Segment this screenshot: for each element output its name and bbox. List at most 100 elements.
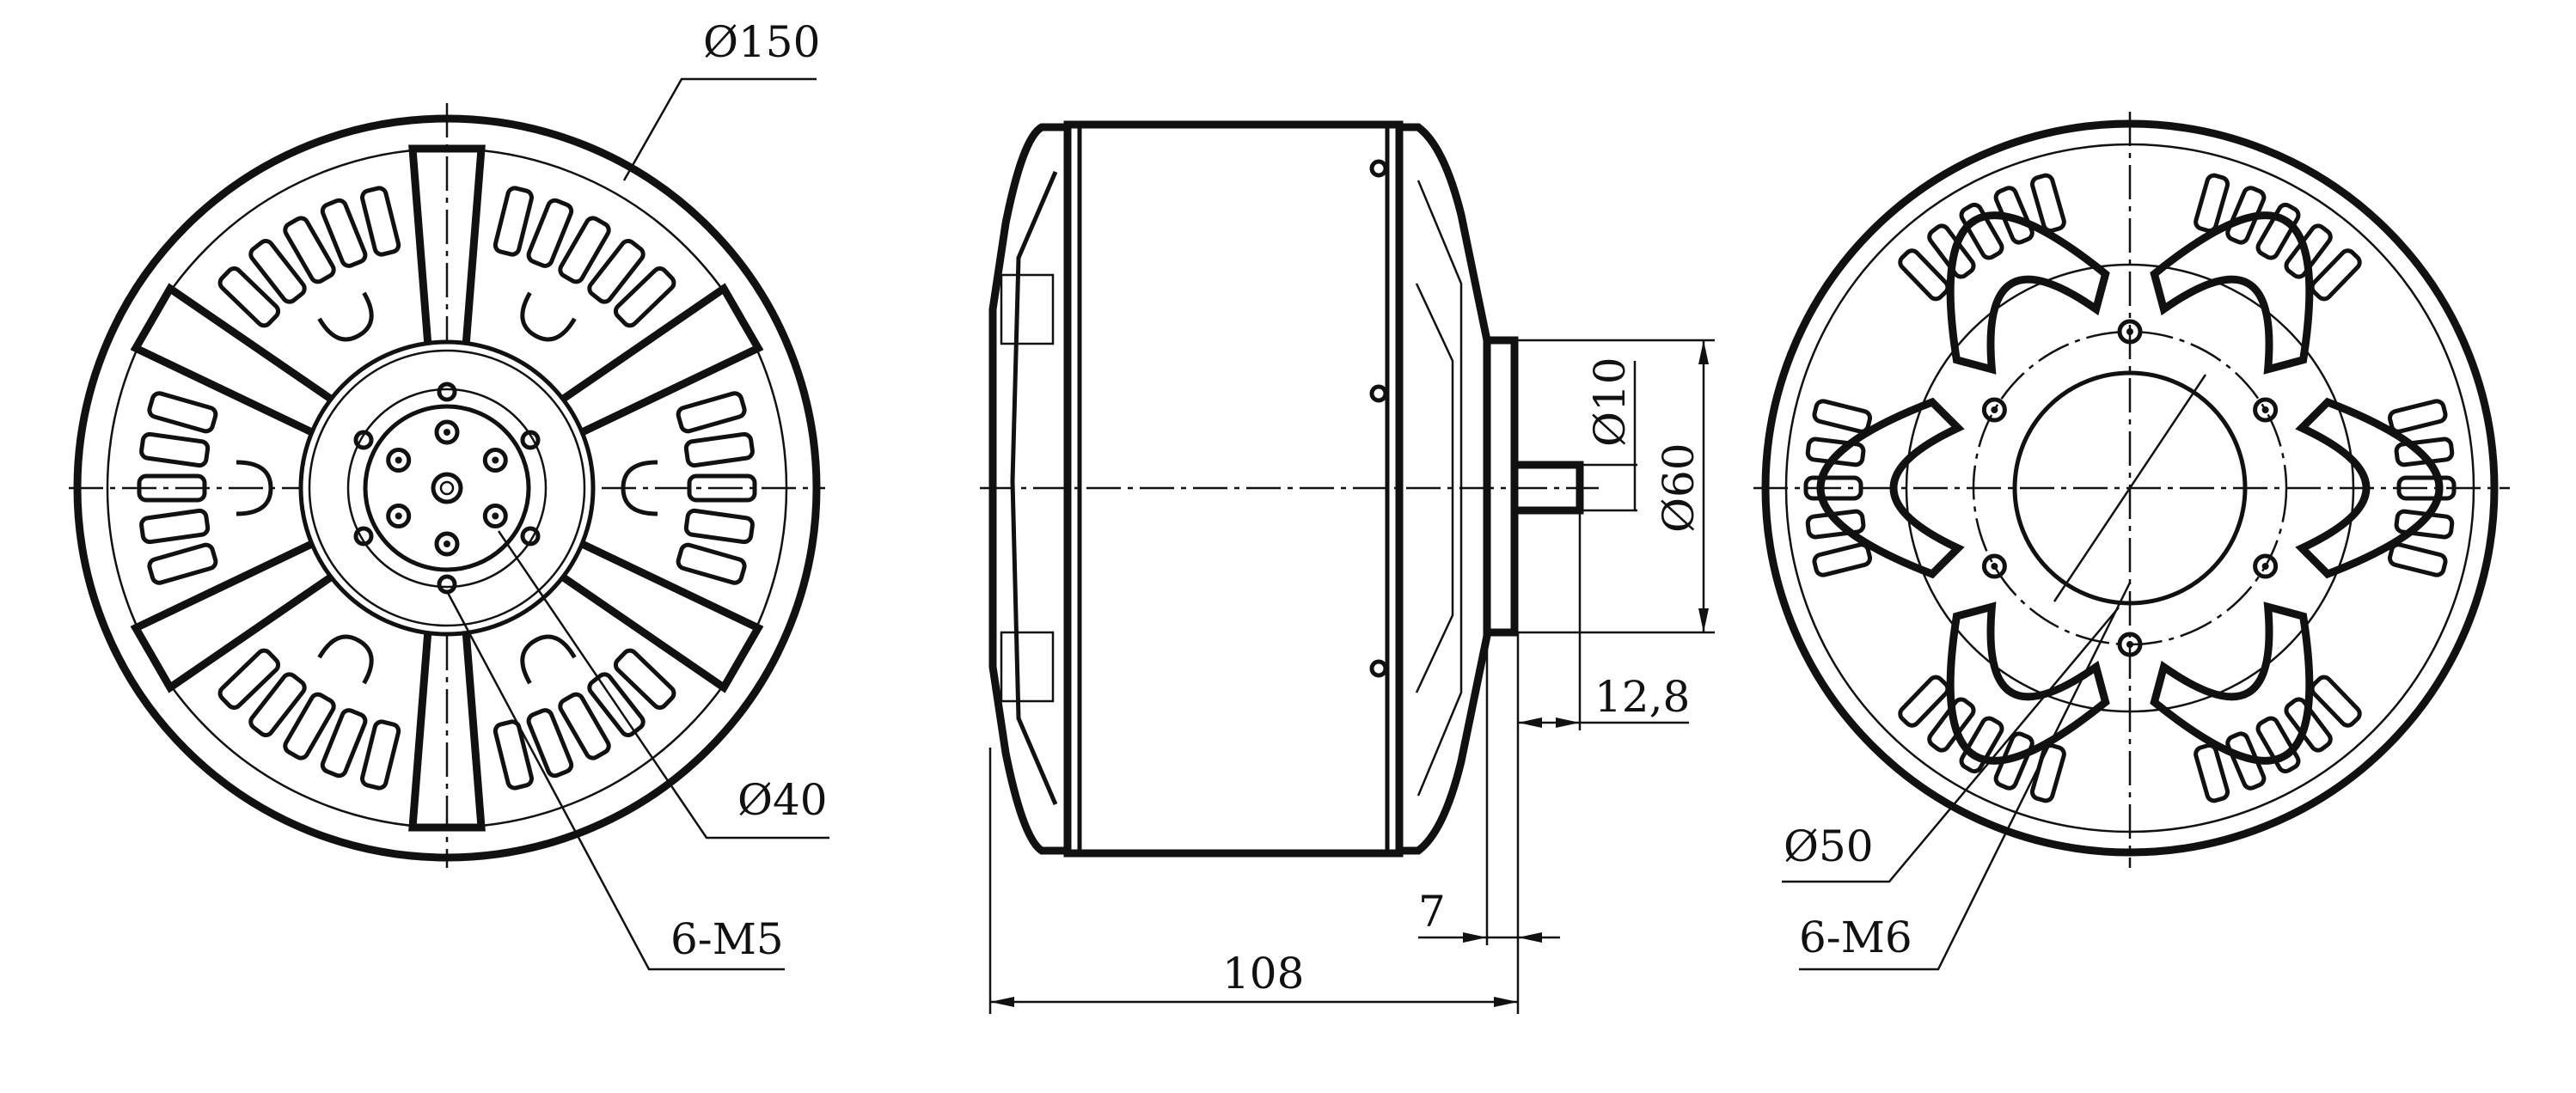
vent-slot: [2284, 697, 2333, 753]
vent-slot: [2225, 731, 2267, 791]
winding-slot: [613, 266, 676, 328]
outer-hub-hole: [520, 526, 541, 546]
vent-slot: [2284, 223, 2333, 279]
winding-slot: [613, 648, 676, 710]
vent-slot: [1993, 186, 2034, 245]
rear-cap-rib: [1415, 283, 1454, 693]
body-screw: [1369, 384, 1388, 403]
arrowhead: [990, 997, 1014, 1007]
rear-outer-rim: [1761, 119, 2499, 857]
vent-slot: [1805, 437, 1866, 467]
mount-hole-center: [2261, 563, 2269, 570]
mount-holes-leader: [1799, 582, 2132, 971]
stator-tooth: [236, 460, 273, 516]
rear-mid-ring: [1905, 263, 2355, 713]
vent-slot: [2310, 675, 2362, 728]
mount-hole: [1981, 397, 2007, 423]
front-hub-ring: [308, 349, 586, 627]
front-outer-rim: [73, 114, 821, 862]
vent-slot: [2387, 542, 2448, 577]
spoke: [554, 283, 764, 439]
hub-hole-center: [395, 512, 402, 520]
flange-diameter-label: Ø60: [1654, 443, 1704, 533]
vent-slot: [1959, 716, 2004, 774]
winding-slot: [360, 186, 401, 257]
body-screw: [1369, 159, 1388, 178]
rear-center-bore: [2012, 370, 2248, 606]
stator-tooth: [520, 291, 577, 342]
vent-slot: [1898, 248, 1950, 302]
winding-slot: [248, 239, 307, 304]
winding-slot: [558, 692, 611, 760]
vent-slot: [2394, 509, 2455, 540]
spoke: [130, 537, 340, 693]
winding-slot: [248, 672, 307, 737]
winding-slot: [320, 708, 368, 779]
front-hub-bolt-circle: [346, 388, 548, 589]
curved-spoke: [2150, 211, 2314, 375]
arrowhead: [1698, 340, 1709, 364]
vent-slot: [2029, 173, 2066, 234]
mount-hole-center: [1991, 563, 1998, 570]
bolt-circle-label: Ø50: [1784, 821, 1874, 871]
rear-spokes: [1803, 173, 2457, 803]
arrowhead: [1518, 717, 1542, 728]
winding-slot: [676, 391, 747, 434]
mount-hole: [1981, 553, 2007, 579]
winding-slot: [493, 719, 534, 791]
mount-hole: [2117, 632, 2143, 657]
mount-hole: [2117, 319, 2143, 345]
front-end-cap-inner: [1010, 171, 1058, 805]
hub-hole-center: [444, 540, 450, 547]
mount-hole: [2253, 553, 2279, 579]
vent-slot: [2194, 742, 2230, 803]
body-screw: [1369, 659, 1388, 678]
rear-cap-rib: [1416, 180, 1463, 797]
winding-slot: [676, 542, 747, 585]
vent-slot: [2394, 437, 2455, 467]
arrowhead: [1518, 932, 1542, 943]
vent-slot: [1812, 399, 1873, 434]
mount-hole: [2253, 397, 2279, 423]
vent-slot: [1812, 542, 1873, 577]
stator-tooth: [317, 634, 374, 685]
winding-slot: [137, 473, 207, 503]
curved-spoke: [2150, 601, 2314, 765]
winding-slot: [558, 216, 611, 284]
mount-holes-label: 6-M6: [1799, 913, 1912, 962]
front-hub-holes: [353, 382, 541, 595]
hub-hole-center: [444, 429, 450, 436]
winding-slot: [526, 708, 574, 779]
hub-hole-center: [395, 456, 402, 464]
rear-inner-rim: [1784, 143, 2475, 833]
vent-slot: [1993, 731, 2034, 791]
winding-slot: [683, 508, 755, 545]
outer-hub-hole: [437, 382, 457, 402]
flange-thickness-label: 7: [1418, 887, 1446, 937]
shaft-length-label: 12,8: [1594, 672, 1690, 722]
mount-hole-center: [1991, 406, 1998, 413]
winding-slot: [139, 508, 211, 545]
mount-flange: [1483, 336, 1519, 637]
spoke: [130, 283, 340, 439]
winding-slot: [360, 719, 401, 791]
curved-spoke: [1946, 211, 2110, 375]
front-cap-slot: [1000, 631, 1055, 703]
rear-view: Ø50 6-M6: [1753, 112, 2510, 971]
rear-mount-holes: [1981, 319, 2279, 657]
front-view: Ø150 Ø40 6-M5: [69, 17, 829, 971]
outer-hub-hole: [520, 430, 541, 450]
winding-slot: [283, 692, 336, 760]
vent-slot: [1927, 697, 1976, 753]
hub-hole: [434, 531, 460, 557]
winding-slot: [217, 648, 281, 710]
winding-slot: [147, 391, 218, 434]
vent-slot: [2255, 202, 2301, 260]
outer-hub-hole: [353, 430, 374, 450]
front-shaft-center: [439, 480, 455, 496]
bolt-circle-leader: [1782, 607, 2120, 883]
winding-slot: [147, 542, 218, 585]
hub-diameter-leader: [497, 530, 829, 840]
outer-diameter-label: Ø150: [703, 17, 820, 67]
